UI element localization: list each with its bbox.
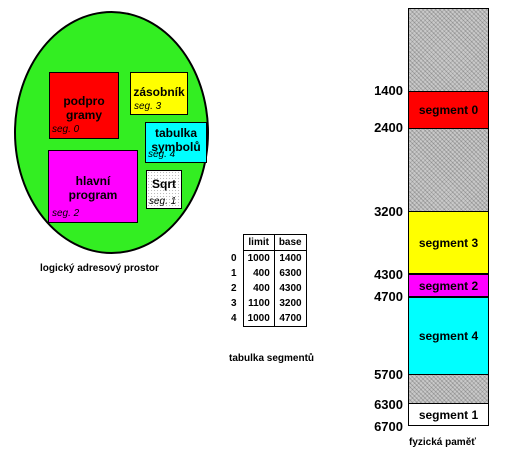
physical-memory-column: segment 0 segment 3 segment 2 segment 4 … xyxy=(408,8,489,426)
row-base: 6300 xyxy=(273,266,307,281)
table-row: 2 400 4300 xyxy=(227,281,307,296)
segment-tag: seg. 2 xyxy=(52,208,80,219)
segment-tag: seg. 1 xyxy=(149,196,177,207)
row-base: 1400 xyxy=(273,250,307,266)
address-label: 3200 xyxy=(374,204,403,219)
table-row: 1 400 6300 xyxy=(227,266,307,281)
row-index: 3 xyxy=(231,298,237,309)
segment-title: Sqrt xyxy=(152,177,176,191)
row-index: 0 xyxy=(231,252,237,264)
physical-segment-0: segment 0 xyxy=(409,91,488,129)
address-label: 6700 xyxy=(374,419,403,434)
address-label: 4700 xyxy=(374,289,403,304)
physical-segment-1: segment 1 xyxy=(409,403,488,426)
segment-title: tabulka symbolů xyxy=(151,126,201,154)
row-index: 1 xyxy=(231,268,237,279)
table-row: 4 1000 4700 xyxy=(227,311,307,327)
row-limit: 1000 xyxy=(242,250,275,266)
row-limit: 400 xyxy=(242,266,275,281)
segment-tag: seg. 4 xyxy=(148,149,176,160)
table-header-base: base xyxy=(273,234,307,251)
row-index: 2 xyxy=(231,283,237,294)
address-label: 1400 xyxy=(374,83,403,98)
row-limit: 1100 xyxy=(242,296,275,311)
segment-title: podpro gramy xyxy=(63,94,105,122)
table-header-limit: limit xyxy=(242,234,275,251)
logical-segment-tabulka-symbolu: tabulka symbolů seg. 4 xyxy=(145,122,207,163)
segment-tag: seg. 0 xyxy=(52,124,80,135)
table-row: 0 1000 1400 xyxy=(227,250,307,266)
row-limit: 400 xyxy=(242,281,275,296)
table-row: 3 1100 3200 xyxy=(227,296,307,311)
logical-segment-zasobnik: zásobník seg. 3 xyxy=(130,72,188,115)
logical-segment-podprogramy: podpro gramy seg. 0 xyxy=(49,72,119,139)
address-label: 6300 xyxy=(374,397,403,412)
segment-table: limit base 0 1000 1400 1 400 6300 2 400 … xyxy=(227,234,307,327)
address-label: 4300 xyxy=(374,267,403,282)
physical-memory-caption: fyzická paměť xyxy=(409,437,477,448)
address-label: 5700 xyxy=(374,367,403,382)
address-label: 2400 xyxy=(374,120,403,135)
physical-segment-3: segment 3 xyxy=(409,211,488,274)
row-index: 4 xyxy=(231,313,237,325)
segment-title: hlavní program xyxy=(68,174,118,202)
logical-space-caption: logický adresový prostor xyxy=(40,263,159,274)
logical-segment-hlavni-program: hlavní program seg. 2 xyxy=(48,150,138,223)
segment-title: zásobník xyxy=(133,85,185,99)
row-base: 3200 xyxy=(273,296,307,311)
row-base: 4700 xyxy=(273,311,307,327)
segment-table-caption: tabulka segmentů xyxy=(229,353,315,364)
logical-segment-sqrt: Sqrt seg. 1 xyxy=(146,170,182,209)
physical-segment-2: segment 2 xyxy=(409,274,488,297)
row-base: 4300 xyxy=(273,281,307,296)
physical-segment-4: segment 4 xyxy=(409,297,488,375)
segment-tag: seg. 3 xyxy=(134,101,162,112)
row-limit: 1000 xyxy=(242,311,275,327)
